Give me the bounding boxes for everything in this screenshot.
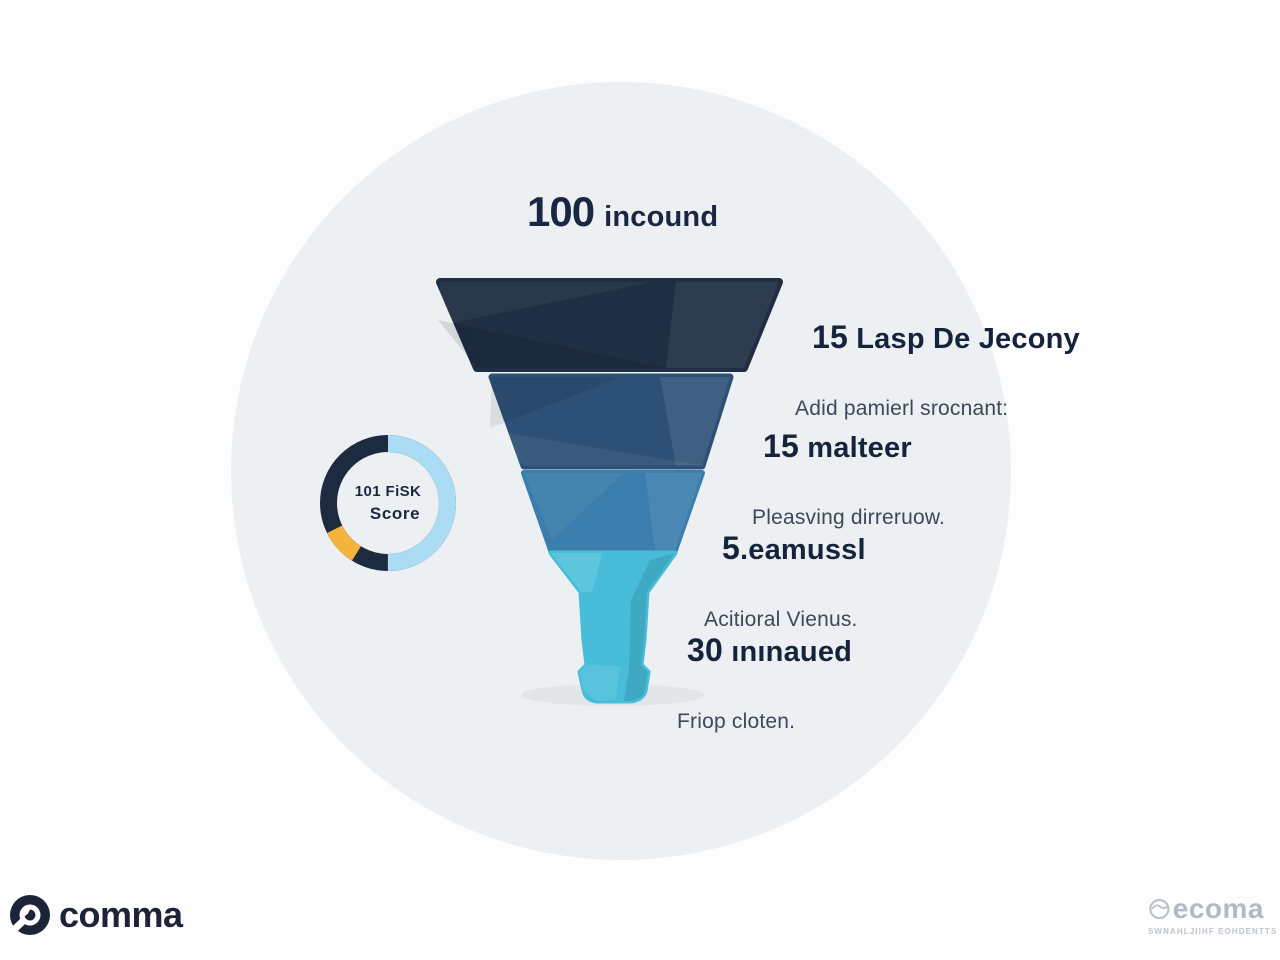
stage-3-heading: 5.eamussl [722, 530, 866, 566]
logo-ecoma: ecoma SWNAHLJIIHF EOHDENTTS [1148, 893, 1278, 936]
stage-label-4: 30 ınınaued Friop cloten. [677, 596, 853, 770]
donut-lightblue-segment [320, 435, 456, 571]
donut-score-line2: Score [369, 503, 421, 523]
donut-chart [320, 435, 456, 571]
ecoma-logo-text: ecoma [1172, 893, 1264, 924]
stage-4-description: Friop cloten. [677, 710, 796, 733]
funnel-stage-4-shape [548, 550, 678, 704]
risk-score-donut: 101 FiSK Score [318, 433, 458, 573]
headline: 100 incound [527, 188, 718, 236]
ecoma-logo-icon [1149, 898, 1170, 920]
stage-4-heading: 30 ınınaued [687, 632, 853, 668]
stage-label-2: 15 malteer Pleasving dirreruow. [752, 392, 945, 566]
headline-value: 100 [527, 188, 595, 235]
ecoma-logo-tagline: SWNAHLJIIHF EOHDENTTS [1148, 927, 1278, 936]
stage-2-description: Pleasving dirreruow. [752, 506, 946, 529]
stage-3-description: Acitioral Vienus. [704, 608, 858, 631]
headline-label: incound [604, 201, 719, 233]
donut-score-line1: 101 FiSK [354, 482, 422, 500]
funnel-stage-3-shape [521, 470, 705, 553]
funnel-stage-1-shape [436, 278, 783, 372]
stage-2-heading: 15 malteer [763, 428, 912, 464]
logo-comma: comma [8, 893, 183, 937]
stage-1-description: Adid pamierl srocnant: [795, 397, 1009, 420]
stage-label-1: 15 Lasp De Jecony Adid pamierl srocnant: [795, 283, 1080, 457]
stage-1-heading: 15 Lasp De Jecony [812, 319, 1080, 355]
comma-logo-text: comma [59, 894, 183, 935]
funnel-stage-2-shape [488, 373, 734, 470]
donut-center-text: 101 FiSK Score [318, 433, 458, 573]
stage-label-3: 5.eamussl Acitioral Vienus. [704, 494, 866, 668]
comma-logo-icon [8, 895, 50, 937]
